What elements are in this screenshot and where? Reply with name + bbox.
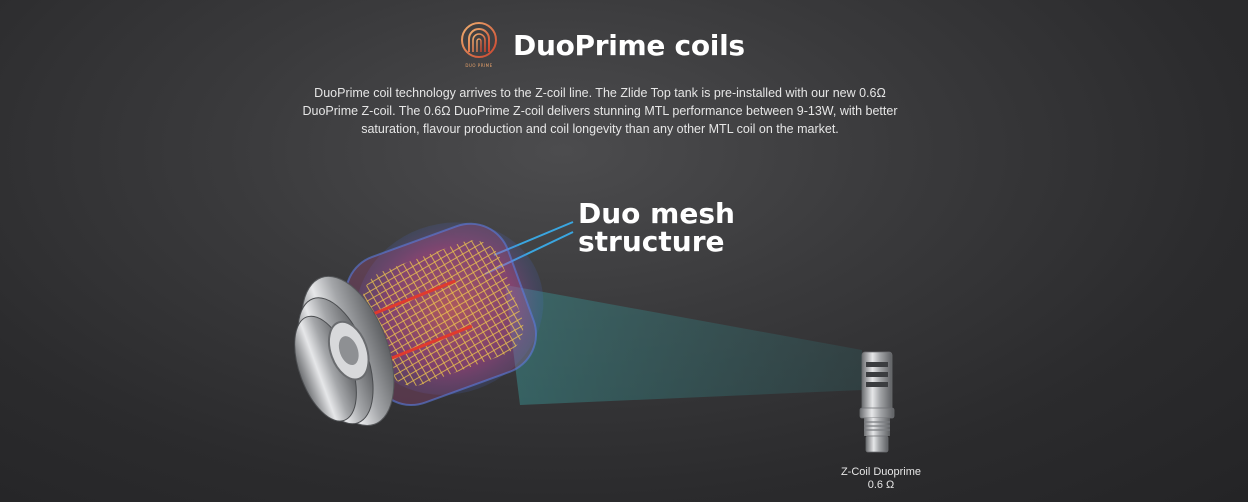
description-text: DuoPrime coil technology arrives to the … xyxy=(302,86,898,136)
z-coil-image xyxy=(859,351,895,453)
section-header: DUO PRIME DuoPrime coils xyxy=(456,20,745,72)
duoprime-logo: DUO PRIME xyxy=(456,20,502,72)
duo-mesh-callout: Duo mesh structure xyxy=(578,200,735,256)
duoprime-logo-icon xyxy=(461,22,497,58)
exploded-coil xyxy=(294,222,544,427)
callout-line-1: Duo mesh xyxy=(578,197,735,230)
coil-caption: Z-Coil Duoprime 0.6 Ω xyxy=(822,466,940,492)
projection-beam xyxy=(505,285,862,405)
page-title: DuoPrime coils xyxy=(513,29,745,62)
coil-resistance: 0.6 Ω xyxy=(867,479,895,491)
logo-caption: DUO PRIME xyxy=(465,63,493,68)
callout-line-2: structure xyxy=(578,225,725,258)
coil-name: Z-Coil Duoprime xyxy=(840,466,922,478)
